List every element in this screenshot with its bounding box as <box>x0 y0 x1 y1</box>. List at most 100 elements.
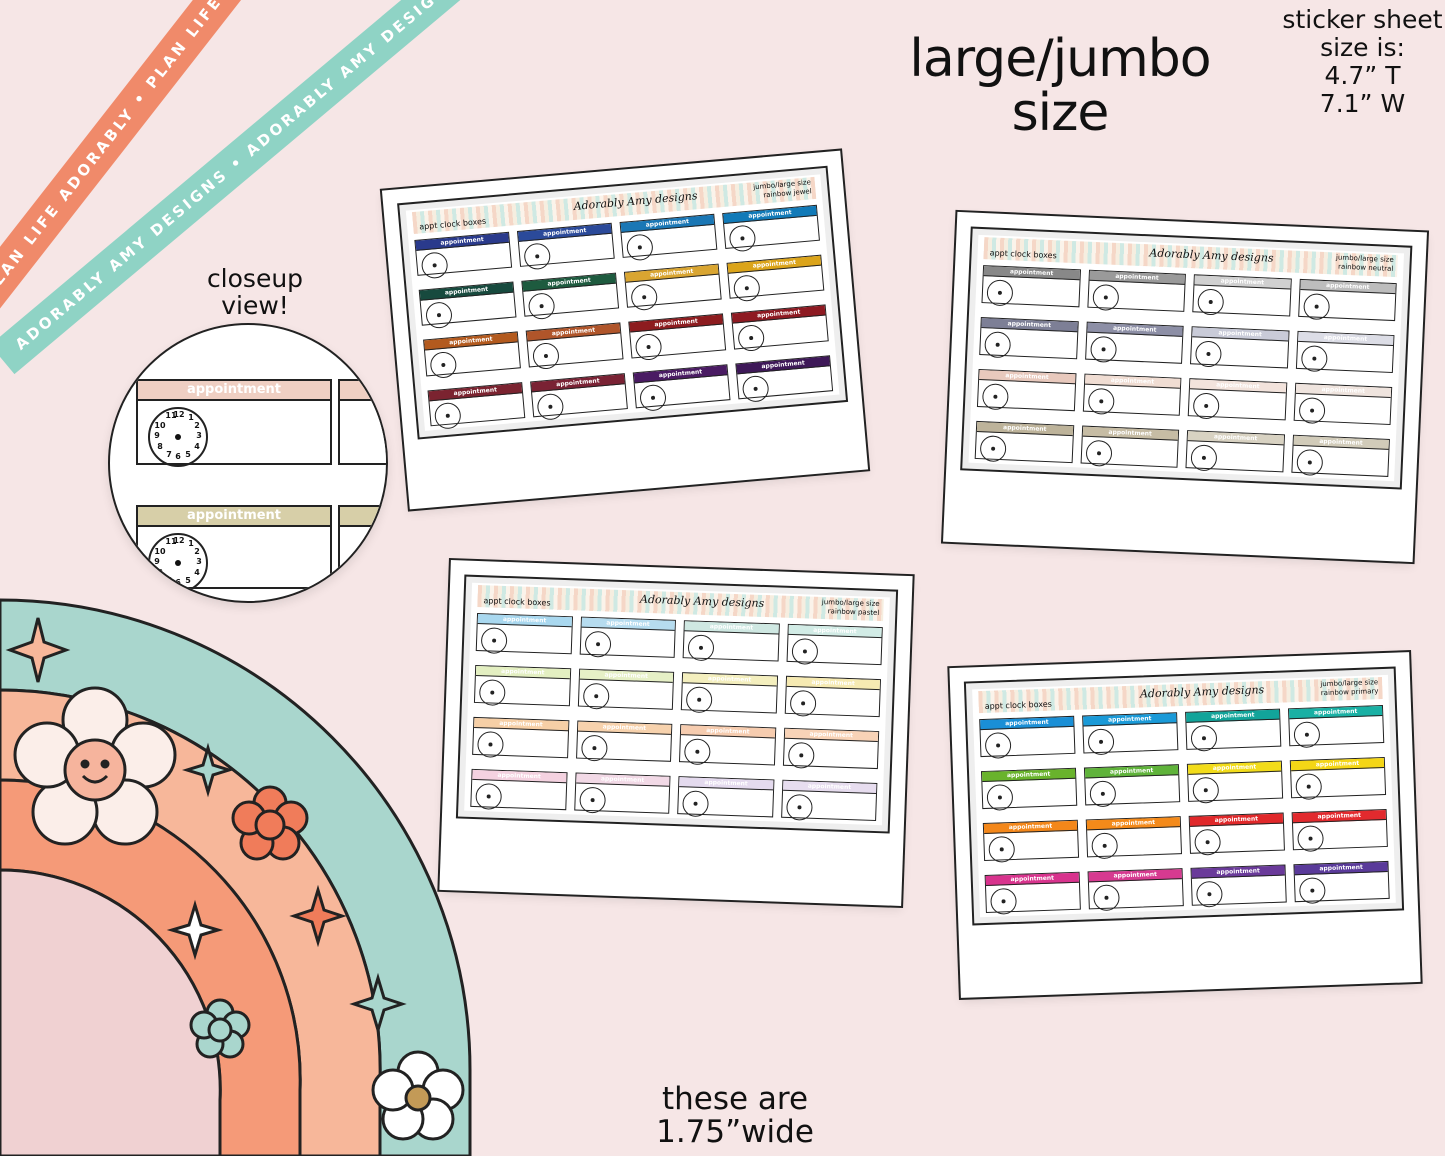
appointment-label: appointment <box>985 872 1079 887</box>
appointment-label: appointment <box>1186 709 1280 723</box>
appointment-label: appointment <box>983 266 1080 281</box>
appointment-sticker: appointment <box>573 772 671 814</box>
clock-icon: 11 12 1 10 2 9 3 8 4 7 6 5 <box>148 533 208 593</box>
white-flower-icon <box>371 1050 465 1141</box>
clock-number: 6 <box>175 452 181 461</box>
clock-number: 3 <box>196 431 202 440</box>
sheet-info-line: 4.7” T <box>1324 61 1401 90</box>
sparkle-icon <box>181 742 235 798</box>
clock-number: 7 <box>166 450 172 459</box>
appointment-label: appointment <box>1084 374 1181 389</box>
sheet-info-line: 7.1” W <box>1319 89 1406 118</box>
appointment-sticker: appointment <box>980 767 1078 811</box>
closeup-box-label: appointment <box>138 381 330 401</box>
rainbow-illustration <box>0 598 472 1156</box>
clock-icon <box>429 351 458 380</box>
appointment-label: appointment <box>526 323 621 342</box>
clock-number: 2 <box>194 421 200 430</box>
appointment-label: appointment <box>784 728 879 743</box>
clock-icon <box>1192 776 1220 804</box>
clock-icon <box>1089 780 1117 808</box>
closeup-box-partial <box>338 379 386 465</box>
appointment-label: appointment <box>1289 706 1383 720</box>
clock-icon <box>536 392 565 421</box>
clock-number: 1 <box>188 413 194 422</box>
clock-icon <box>1295 449 1323 477</box>
appointment-sticker: appointment <box>619 213 718 262</box>
clock-icon <box>1298 397 1326 425</box>
appointment-sticker: appointment <box>722 204 820 253</box>
clock-icon <box>741 374 770 403</box>
appointment-sticker: appointment <box>726 254 825 303</box>
coral-flower-icon <box>231 785 309 861</box>
appointment-label: appointment <box>1191 865 1285 879</box>
appointment-sticker: appointment <box>979 715 1076 759</box>
clock-icon <box>477 731 504 759</box>
clock-icon <box>1091 832 1119 860</box>
appointment-label: appointment <box>782 780 877 795</box>
closeup-box: appointment 11 12 1 10 2 9 3 8 4 7 6 5 <box>136 379 332 467</box>
clock-icon <box>582 682 610 710</box>
appointment-label: appointment <box>581 617 675 631</box>
clock-icon <box>480 627 508 655</box>
clock-number: 12 <box>173 410 185 419</box>
closeup-view: appointment 11 12 1 10 2 9 3 8 4 7 6 5 a… <box>108 323 388 603</box>
appointment-sticker: appointment <box>577 668 675 710</box>
appointment-label: appointment <box>518 223 612 242</box>
note-line: 1.75”wide <box>656 1114 814 1150</box>
sparkle-icon <box>349 972 407 1036</box>
appointment-label: appointment <box>472 770 567 784</box>
clock-number: 4 <box>194 442 200 451</box>
clock-icon <box>1192 392 1220 420</box>
appointment-label: appointment <box>477 614 572 628</box>
appointment-sticker: appointment <box>1087 868 1184 912</box>
appointment-sticker: appointment <box>473 664 571 707</box>
appointment-sticker: appointment <box>677 776 774 818</box>
appointment-label: appointment <box>633 364 728 383</box>
appointment-sticker: appointment <box>1289 757 1387 801</box>
appointment-sticker: appointment <box>525 322 624 371</box>
appointment-label: appointment <box>1297 331 1394 347</box>
appointment-sticker: appointment <box>1295 330 1395 374</box>
appointment-sticker: appointment <box>475 612 573 655</box>
appointment-label: appointment <box>1083 713 1177 727</box>
clock-icon <box>634 333 663 362</box>
clock-number: 5 <box>185 576 191 585</box>
appointment-sticker: appointment <box>974 421 1074 464</box>
appointment-label: appointment <box>620 214 715 233</box>
brand-logo: Adorably Amy designs <box>1139 683 1265 701</box>
clock-icon <box>787 742 815 769</box>
clock-icon <box>1091 283 1119 311</box>
appointment-label: appointment <box>428 382 523 401</box>
appointment-sticker: appointment <box>1190 864 1287 908</box>
clock-icon <box>1295 773 1323 801</box>
appointment-sticker: appointment <box>1085 816 1183 860</box>
sheet-info-line: sticker sheet <box>1282 5 1443 34</box>
closeup-box: appointment 11 12 1 10 2 9 3 8 4 7 6 5 <box>136 505 332 593</box>
closeup-box-bar <box>340 507 386 527</box>
appointment-sticker: appointment <box>1086 269 1186 312</box>
appointment-sticker: appointment <box>1082 373 1182 416</box>
appointment-label: appointment <box>1189 379 1286 394</box>
rainbow-band-pink <box>0 868 222 1156</box>
appointment-label: appointment <box>1293 435 1389 451</box>
clock-icon <box>685 686 713 714</box>
clock-number: 2 <box>194 547 200 556</box>
appointment-sticker: appointment <box>981 265 1081 308</box>
sticker-width-note: these are 1.75”wide <box>620 1083 850 1149</box>
clock-icon <box>986 279 1014 307</box>
clock-icon <box>728 224 757 253</box>
clock-icon <box>682 790 709 818</box>
appointment-sticker: appointment <box>1186 760 1284 804</box>
appointment-sticker: appointment <box>1297 278 1397 322</box>
appointment-sticker: appointment <box>780 779 878 822</box>
clock-icon <box>1302 293 1330 321</box>
clock-icon: 11 12 1 10 2 9 3 8 4 7 6 5 <box>148 407 208 467</box>
smiley-flower-icon <box>13 686 177 846</box>
clock-icon <box>584 630 611 658</box>
title-line-1: large/jumbo <box>909 29 1211 89</box>
